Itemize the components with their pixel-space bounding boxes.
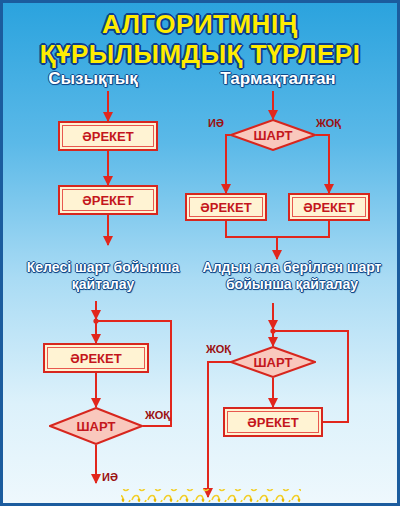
decision-diamond: ШАРТ	[49, 407, 143, 445]
branch-label: ЖОҚ	[316, 117, 341, 130]
section-heading: Сызықтық	[18, 69, 168, 89]
node-text: ӘРЕКЕТ	[70, 351, 121, 366]
node-text: ШАРТ	[77, 419, 116, 434]
exit-arrow	[95, 445, 97, 483]
decision-diamond: ШАРТ	[230, 346, 316, 378]
exit-arrow	[276, 237, 278, 259]
branch-label: ЖОҚ	[206, 343, 231, 356]
process-box: ӘРЕКЕТ	[185, 193, 267, 221]
node-text: ШАРТ	[254, 128, 293, 143]
entry-arrow	[272, 303, 274, 329]
node-text: ШАРТ	[254, 355, 293, 370]
merge-line	[226, 221, 329, 237]
flow-connector	[316, 135, 329, 193]
process-box: ӘРЕКЕТ	[58, 121, 158, 151]
entry-arrow	[107, 91, 109, 121]
process-box: ӘРЕКЕТ	[223, 407, 323, 437]
node-text: ӘРЕКЕТ	[82, 193, 133, 208]
process-box: ӘРЕКЕТ	[288, 193, 370, 221]
process-box: ӘРЕКЕТ	[43, 343, 149, 373]
flow-connector	[95, 373, 97, 407]
branch-label: ЖОҚ	[145, 409, 170, 422]
section-heading: Келесі шарт бойынша қайталау	[18, 259, 188, 293]
node-text: ӘРЕКЕТ	[82, 129, 133, 144]
branch-label: ИӘ	[208, 117, 224, 130]
branch-label: ИӘ	[102, 471, 118, 484]
ornament-band	[121, 489, 301, 502]
entry-arrow	[272, 91, 274, 119]
flow-connector	[107, 151, 109, 185]
poster-title: АЛГОРИТМНІҢ ҚҰРЫЛЫМДЫҚ ТҮРЛЕРІ	[30, 9, 370, 69]
exit-arrow	[107, 215, 109, 245]
decision-diamond: ШАРТ	[230, 119, 316, 151]
section-heading: Тармақталған	[193, 69, 363, 89]
node-text: ӘРЕКЕТ	[247, 415, 298, 430]
node-text: ӘРЕКЕТ	[200, 200, 251, 215]
flow-connector	[226, 135, 230, 193]
process-box: ӘРЕКЕТ	[58, 185, 158, 215]
section-heading: Алдын ала берілген шарт бойынша қайталау	[189, 259, 395, 293]
flow-connector	[272, 378, 274, 407]
flow-connector	[96, 321, 171, 426]
node-text: ӘРЕКЕТ	[303, 200, 354, 215]
entry-arrow	[95, 301, 97, 319]
